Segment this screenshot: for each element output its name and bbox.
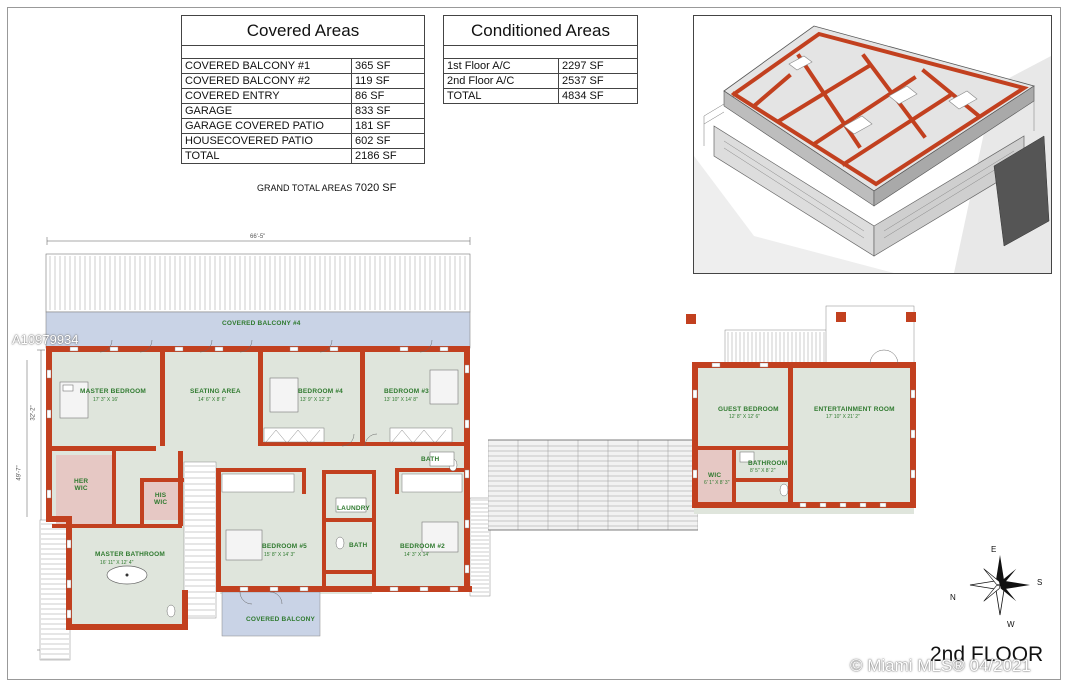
grand-total-value: 7020 SF [354, 182, 397, 194]
bedroom-2-label: BEDROOM #2 [400, 543, 445, 550]
wic-label: WIC [708, 472, 722, 479]
floor-title: 2nd FLOOR [930, 643, 1044, 666]
conditioned-areas-title: Conditioned Areas [443, 15, 638, 46]
bedroom-2-dim: 14' 3" X 14' [404, 552, 430, 558]
walkway [488, 439, 698, 531]
inner-height-dimension: 32'-2" [30, 405, 37, 421]
master-bedroom-label: MASTER BEDROOM [80, 388, 146, 395]
copyright-watermark: © Miami MLS® 04/2021 [850, 656, 1031, 675]
master-bathroom-label: MASTER BATHROOM [95, 551, 166, 558]
compass-n: N [950, 593, 956, 602]
master-bathroom-dim: 16' 11" X 12' 4" [100, 560, 134, 566]
page-frame [7, 7, 1061, 680]
grand-total: GRAND TOTAL AREAS 7020 SF [257, 182, 396, 194]
bedroom-5-dim: 15' 8" X 14' 3" [264, 552, 296, 558]
bedroom-5-label: BEDROOM #5 [262, 543, 307, 550]
his-wic-label: HIS WIC [154, 492, 168, 506]
bedroom-3-label: BEDROOM #3 [384, 388, 429, 395]
listing-id-watermark: A10979934 [12, 332, 79, 347]
master-bedroom-dim: 17' 3" X 16' [93, 397, 119, 403]
compass-e: E [991, 545, 997, 554]
guest-bedroom-dim: 12' 8" X 12' 6" [729, 414, 761, 420]
entertainment-room-label: ENTERTAINMENT ROOM [814, 406, 895, 413]
seating-area-dim: 14' 6" X 8' 6" [198, 397, 227, 403]
wic-dim: 6' 1" X 8' 3" [704, 480, 730, 486]
compass-w: W [1007, 620, 1015, 629]
her-wic-label: HER WIC [74, 478, 89, 492]
guest-bedroom-label: GUEST BEDROOM [718, 406, 779, 413]
bathroom-dim: 8' 5" X 8' 2" [750, 468, 776, 474]
width-dimension: 66'-5" [250, 234, 266, 240]
bathroom-label: BATHROOM [748, 460, 788, 467]
bedroom-4-dim: 13' 9" X 12' 3" [300, 397, 332, 403]
compass-s: S [1037, 578, 1043, 587]
covered-balcony-4-label: COVERED BALCONY #4 [222, 320, 301, 327]
3d-rendering [693, 15, 1052, 274]
entertainment-room-dim: 17' 10" X 21' 2" [826, 414, 860, 420]
bath-upper-label: BATH [421, 456, 440, 463]
covered-balcony-label: COVERED BALCONY [246, 616, 316, 623]
bedroom-3-dim: 13' 10" X 14' 8" [384, 397, 418, 403]
3d-rendering-illustration [694, 25, 1051, 273]
guest-house-plan [686, 305, 916, 514]
bedroom-4-label: BEDROOM #4 [298, 388, 343, 395]
floor-plan [26, 237, 491, 661]
compass-icon [969, 555, 1030, 616]
seating-area-label: SEATING AREA [190, 388, 241, 395]
grand-total-label: GRAND TOTAL AREAS [257, 183, 353, 193]
laundry-label: LAUNDRY [337, 505, 370, 512]
bath-lower-label: BATH [349, 542, 368, 549]
height-dimension: 49'-7" [16, 465, 23, 481]
covered-areas-title: Covered Areas [181, 15, 425, 46]
